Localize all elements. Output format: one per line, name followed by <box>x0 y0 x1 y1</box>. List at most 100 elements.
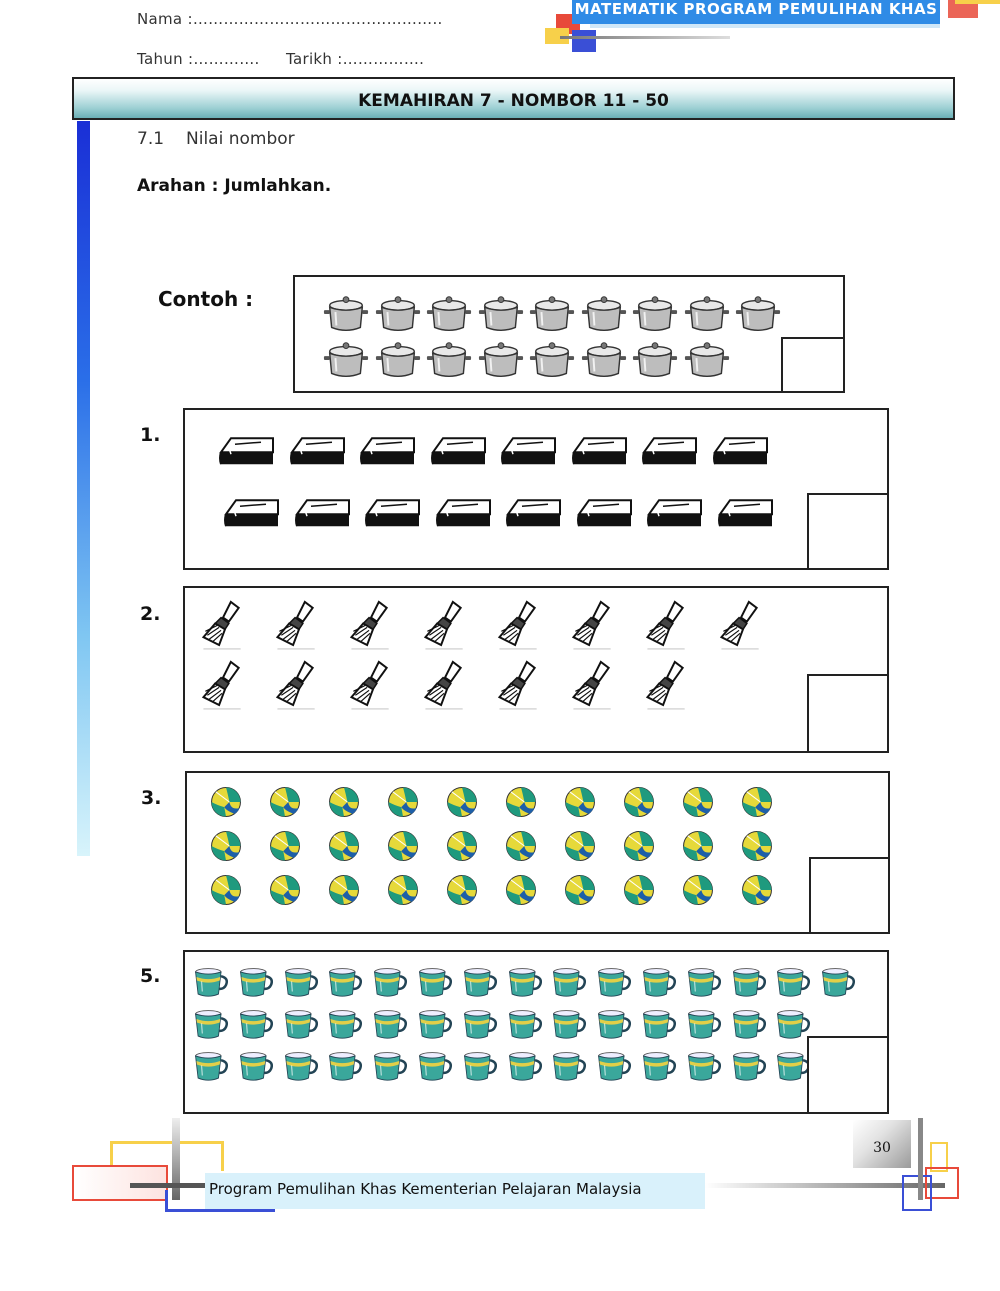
cup-icon <box>775 1050 811 1088</box>
ball-icon <box>740 785 774 823</box>
ball-icon <box>740 829 774 867</box>
answer-box[interactable] <box>807 493 889 570</box>
paintbrush-icon <box>645 598 691 655</box>
eraser-icon <box>504 494 564 536</box>
cup-icon <box>731 966 767 1004</box>
eraser-icon <box>288 432 348 474</box>
pot-icon <box>632 291 678 341</box>
paintbrush-icon <box>423 598 469 655</box>
ball-icon <box>563 873 597 911</box>
pot-icon <box>581 337 627 387</box>
paintbrush-icon <box>497 598 543 655</box>
paintbrush-icon <box>275 598 321 655</box>
eraser-icon <box>640 432 700 474</box>
cup-icon <box>596 966 632 1004</box>
cup-icon <box>551 1008 587 1046</box>
cup-icon <box>193 1050 229 1088</box>
cup-icon <box>327 1050 363 1088</box>
example-answer-box[interactable] <box>781 337 845 393</box>
cup-icon <box>507 1050 543 1088</box>
answer-box[interactable] <box>809 857 890 934</box>
answer-box[interactable] <box>807 674 889 753</box>
question-items <box>185 410 887 568</box>
eraser-icon <box>429 432 489 474</box>
cup-icon <box>238 1008 274 1046</box>
section-number: 7.1 <box>137 129 165 149</box>
banner-shadow <box>590 22 940 28</box>
ball-icon <box>622 829 656 867</box>
ball-icon <box>327 873 361 911</box>
cup-icon <box>238 966 274 1004</box>
pot-icon <box>478 337 524 387</box>
decor-right-red <box>925 1167 959 1199</box>
side-gradient-bar <box>77 121 90 856</box>
ball-icon <box>563 829 597 867</box>
ball-icon <box>622 873 656 911</box>
pot-icon <box>632 337 678 387</box>
cup-icon <box>283 966 319 1004</box>
ball-icon <box>681 873 715 911</box>
paintbrush-icon <box>571 658 617 715</box>
section-label: Nilai nombor <box>186 129 295 149</box>
cup-icon <box>641 1008 677 1046</box>
paintbrush-icon <box>645 658 691 715</box>
cup-icon <box>372 1008 408 1046</box>
cup-icon <box>731 1008 767 1046</box>
cup-icon <box>462 1008 498 1046</box>
ball-icon <box>268 873 302 911</box>
cup-icon <box>641 966 677 1004</box>
ball-icon <box>681 829 715 867</box>
pot-icon <box>323 337 369 387</box>
ball-icon <box>209 785 243 823</box>
cup-icon <box>641 1050 677 1088</box>
ball-icon <box>504 829 538 867</box>
decor-corner-square <box>948 0 978 18</box>
page-title: KEMAHIRAN 7 - NOMBOR 11 - 50 <box>72 77 955 120</box>
eraser-icon <box>363 494 423 536</box>
cup-icon <box>686 966 722 1004</box>
cup-icon <box>372 1050 408 1088</box>
question-box <box>183 586 889 753</box>
ball-icon <box>209 873 243 911</box>
cup-icon <box>417 1050 453 1088</box>
question-number: 3. <box>141 787 162 809</box>
cup-icon <box>238 1050 274 1088</box>
pot-icon <box>529 337 575 387</box>
date-field: Tarikh :……………. <box>286 50 425 68</box>
decor-right-vertical <box>918 1118 923 1200</box>
ball-icon <box>386 829 420 867</box>
ball-icon <box>504 873 538 911</box>
eraser-icon <box>217 432 277 474</box>
paintbrush-icon <box>201 658 247 715</box>
question-items <box>185 588 887 751</box>
answer-box[interactable] <box>807 1036 889 1114</box>
question-number: 5. <box>140 965 161 987</box>
pot-icon <box>323 291 369 341</box>
question-number: 2. <box>140 603 161 625</box>
cup-icon <box>507 1008 543 1046</box>
cup-icon <box>731 1050 767 1088</box>
cup-icon <box>820 966 856 1004</box>
cup-icon <box>596 1008 632 1046</box>
ball-icon <box>445 873 479 911</box>
decor-horizontal-line <box>130 1183 210 1188</box>
ball-icon <box>268 785 302 823</box>
cup-icon <box>327 1008 363 1046</box>
ball-icon <box>327 785 361 823</box>
cup-icon <box>596 1050 632 1088</box>
eraser-icon <box>434 494 494 536</box>
page-number: 30 <box>873 1140 891 1156</box>
cup-icon <box>283 1008 319 1046</box>
paintbrush-icon <box>497 658 543 715</box>
question-items <box>185 952 887 1112</box>
pot-icon <box>426 291 472 341</box>
pot-icon <box>478 291 524 341</box>
cup-icon <box>327 966 363 1004</box>
cup-icon <box>193 966 229 1004</box>
eraser-icon <box>711 432 771 474</box>
decor-right-blue <box>902 1175 932 1211</box>
decor-blue-square <box>572 30 596 52</box>
paintbrush-icon <box>349 658 395 715</box>
cup-icon <box>551 966 587 1004</box>
eraser-icon <box>293 494 353 536</box>
